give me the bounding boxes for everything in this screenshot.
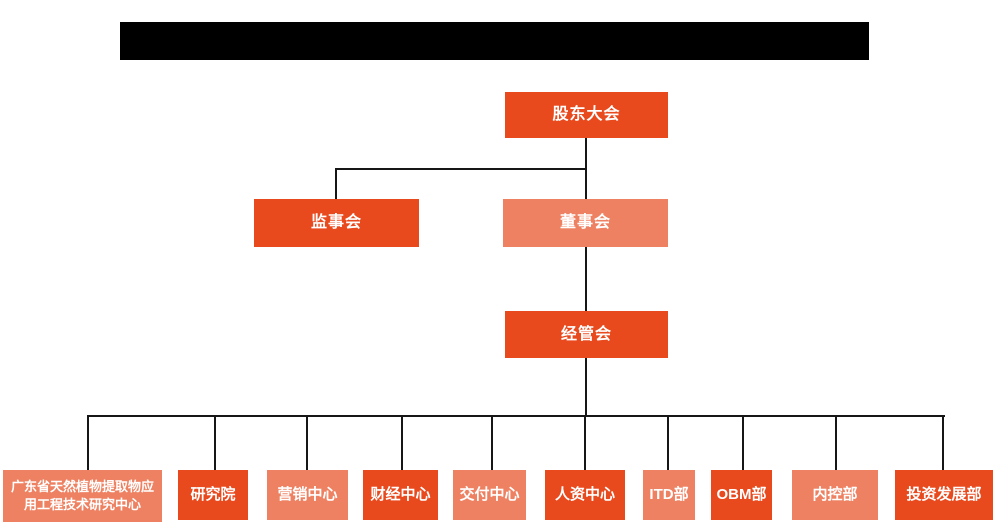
org-node-research-center-guangdong: 广东省天然植物提取物应用工程技术研究中心	[3, 470, 162, 522]
org-node-marketing-center: 营销中心	[267, 470, 348, 520]
connector-drop-line	[942, 416, 944, 470]
connector-line	[87, 415, 945, 417]
connector-line	[335, 168, 337, 199]
connector-drop-line	[835, 416, 837, 470]
org-node-management-committee: 经管会	[505, 311, 668, 358]
connector-drop-line	[87, 416, 89, 470]
org-node-delivery-center: 交付中心	[453, 470, 526, 520]
org-node-research-institute: 研究院	[178, 470, 248, 520]
org-node-obm-department: OBM部	[711, 470, 772, 520]
org-node-shareholders-meeting: 股东大会	[505, 92, 668, 138]
connector-line	[335, 168, 587, 170]
redacted-title-bar	[120, 22, 869, 60]
org-node-supervisory-board: 监事会	[254, 199, 419, 247]
org-node-board-of-directors: 董事会	[503, 199, 668, 247]
org-node-finance-center: 财经中心	[363, 470, 438, 520]
connector-drop-line	[214, 416, 216, 470]
connector-line	[585, 247, 587, 311]
org-node-internal-control-department: 内控部	[792, 470, 878, 520]
connector-drop-line	[306, 416, 308, 470]
connector-drop-line	[584, 416, 586, 470]
org-node-itd-department: ITD部	[643, 470, 695, 520]
org-node-investment-development-department: 投资发展部	[895, 470, 993, 520]
connector-drop-line	[491, 416, 493, 470]
connector-drop-line	[742, 416, 744, 470]
org-node-hr-center: 人资中心	[545, 470, 625, 520]
connector-drop-line	[401, 416, 403, 470]
connector-drop-line	[667, 416, 669, 470]
connector-line	[585, 358, 587, 416]
